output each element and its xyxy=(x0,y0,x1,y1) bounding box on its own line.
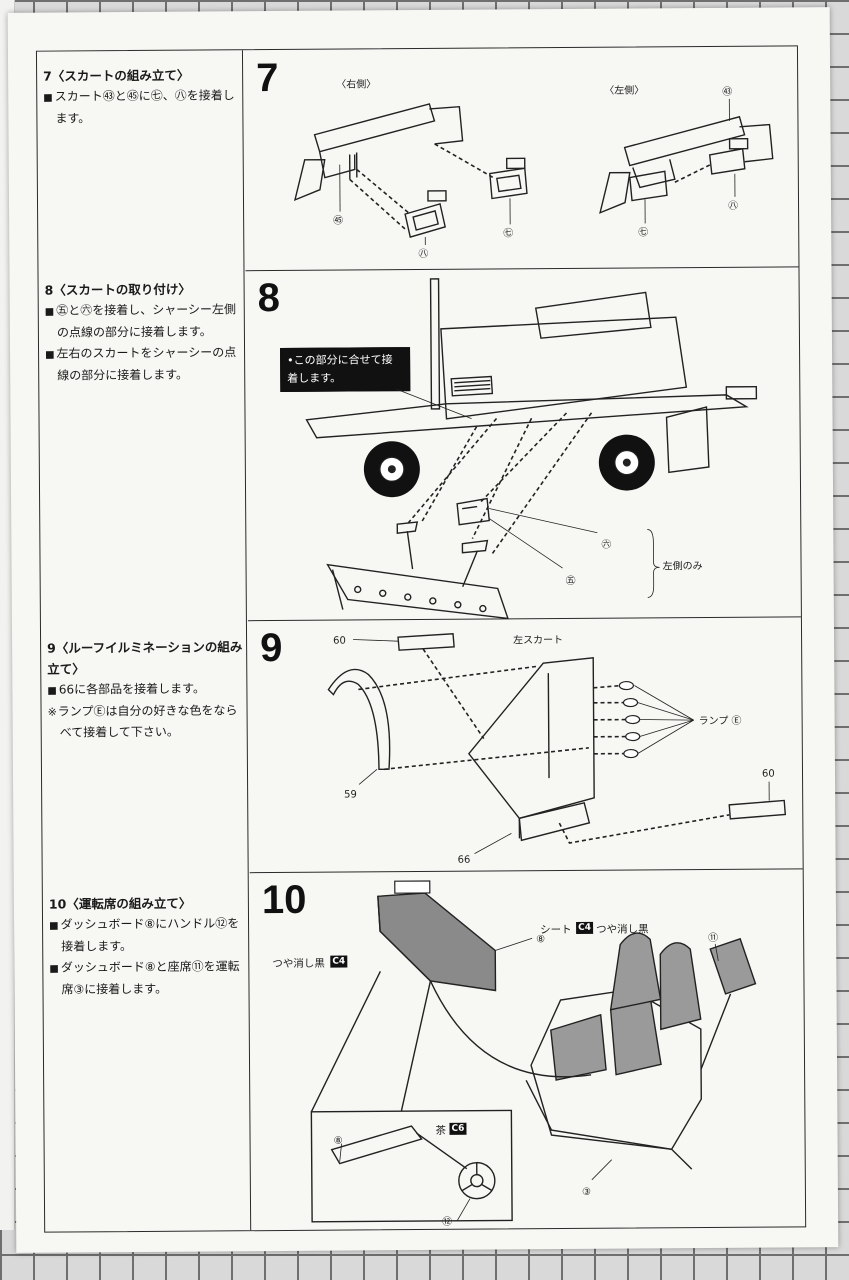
right-skirt-shape xyxy=(293,103,464,202)
instruction-sheet: 7〈スカートの組み立て〉 スカート㊸と㊺に㊆、㊇を接着します。 8〈スカートの取… xyxy=(7,7,839,1253)
driver-seat-shape xyxy=(525,932,757,1170)
step-8-line-1: ㊄と㊅を接着し、シャーシー左側の点線の部分に接着します。 xyxy=(45,299,241,343)
part-74-label: ㊄ xyxy=(566,575,576,587)
part-11-label: ⑪ xyxy=(708,932,718,944)
inset-box-shape xyxy=(310,970,513,1223)
truck-wheels-shape xyxy=(363,434,655,498)
right-side-label: 〈右側〉 xyxy=(336,77,376,90)
part-66-label: 66 xyxy=(458,855,471,866)
left-only-label: 左側のみ xyxy=(663,559,703,572)
part-45-label: ㊺ xyxy=(333,215,343,227)
part-60-top-shape xyxy=(397,633,455,651)
step-9-text: 9〈ルーフイルミネーションの組み立て〉 66に各部品を接着します。 ランプⒺは自… xyxy=(47,636,244,743)
assembly-guides-9 xyxy=(358,648,730,844)
part-77-right-shape xyxy=(489,157,528,200)
step-9-title: 9〈ルーフイルミネーションの組み立て〉 xyxy=(47,639,243,677)
step-8-diagram: 8 •この部分に合せて接着します。 xyxy=(245,266,800,646)
truck-chassis-shape xyxy=(305,278,758,474)
step-9-line-1: 66に各部品を接着します。 xyxy=(47,678,243,701)
lamp-e-label: ランプ Ⓔ xyxy=(699,715,742,727)
part-78-label-left: ㊇ xyxy=(728,200,738,212)
assembly-guides-8 xyxy=(406,412,593,554)
step-7-text: 7〈スカートの組み立て〉 スカート㊸と㊺に㊆、㊇を接着します。 xyxy=(43,64,239,129)
step-9-line-2: ランプⒺは自分の好きな色をならべて接着して下さい。 xyxy=(47,700,243,743)
instruction-frame: 7〈スカートの組み立て〉 スカート㊸と㊺に㊆、㊇を接着します。 8〈スカートの取… xyxy=(35,45,807,1233)
step-9-diagram: 9 xyxy=(248,616,803,872)
assembly-arrows-10 xyxy=(429,980,732,1078)
part-3-label: ③ xyxy=(582,1187,591,1198)
part-59-arch-shape xyxy=(327,668,391,771)
part-60-label-bottom: 60 xyxy=(762,769,775,780)
part-77-label-right: ㊆ xyxy=(503,227,513,239)
step-8-line-2: 左右のスカートをシャーシーの点線の部分に接着します。 xyxy=(45,342,241,386)
part-77-left-shape xyxy=(629,170,668,202)
step-10-title: 10〈運転席の組み立て〉 xyxy=(48,895,192,912)
step-7-diagram: 7 〈右側〉 〈左側〉 xyxy=(244,46,799,270)
step-7-drawing: 〈右側〉 〈左側〉 xyxy=(293,77,774,260)
left-skirt-shape xyxy=(599,115,774,214)
assembly-guides-7-right xyxy=(349,143,496,230)
part-77-label-left: ㊆ xyxy=(638,226,648,238)
part-12-label: ⑫ xyxy=(442,1216,452,1228)
part-59-label: 59 xyxy=(344,789,357,800)
part-43-label: ㊸ xyxy=(722,86,732,98)
step-8-title: 8〈スカートの取り付け〉 xyxy=(44,281,191,298)
part-8-label-inset: ⑧ xyxy=(334,1136,343,1147)
part-60-bottom-shape xyxy=(728,799,787,820)
part-60-label-top: 60 xyxy=(333,636,346,647)
step-10-line-2: ダッシュボード⑧と座席⑪を運転席③に接着します。 xyxy=(49,956,245,1000)
left-skirt-shape-8 xyxy=(326,521,509,620)
part-78-left-shape xyxy=(708,138,749,175)
part-78-right-shape xyxy=(404,190,447,238)
part-8-label-main: ⑧ xyxy=(536,934,545,945)
part-75-label: ㊅ xyxy=(601,539,611,551)
step-7-title: 7〈スカートの組み立て〉 xyxy=(43,67,190,84)
dashboard-shape xyxy=(377,880,497,992)
step-9-drawing: 60 59 66 60 ランプ Ⓔ xyxy=(327,633,787,866)
part-66-frame-shape xyxy=(467,657,595,842)
left-side-label: 〈左側〉 xyxy=(604,83,644,96)
leader-lines-9 xyxy=(353,639,770,854)
step-10-diagram: 10 つや消し黒 C4 シート C4 つや消し黒 茶 C6 xyxy=(250,868,805,1230)
step-8-text: 8〈スカートの取り付け〉 ㊄と㊅を接着し、シャーシー左側の点線の部分に接着します… xyxy=(45,278,242,386)
step-10-drawing: ⑧ ⑪ ⑧ ③ ⑫ xyxy=(310,880,757,1228)
step-10-text: 10〈運転席の組み立て〉 ダッシュボード⑧にハンドル⑫を接着します。 ダッシュボ… xyxy=(49,892,246,1000)
left-skirt-label: 左スカート xyxy=(513,633,563,646)
step-10-line-1: ダッシュボード⑧にハンドル⑫を接着します。 xyxy=(49,913,245,957)
leader-lines-10 xyxy=(339,937,719,1221)
part-78-label-right: ㊇ xyxy=(418,248,428,260)
leader-lines-8 xyxy=(396,388,660,598)
leader-lines-7 xyxy=(339,98,736,245)
step-7-line-1: スカート㊸と㊺に㊆、㊇を接着します。 xyxy=(43,85,239,129)
step-8-drawing: ㊅ ㊄ 左側のみ 左スカート xyxy=(305,278,758,646)
parts-74-75-shape xyxy=(456,497,490,526)
assembly-guides-7-left xyxy=(674,164,711,183)
